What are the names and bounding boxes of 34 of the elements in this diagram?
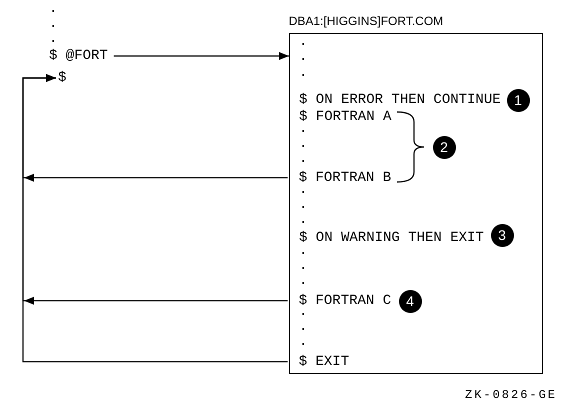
ellipsis-dot: . — [49, 2, 58, 16]
prompt: $ — [58, 71, 66, 85]
callout-number: 4 — [398, 290, 422, 312]
command-line: $ FORTRAN A — [299, 110, 392, 124]
ellipsis-dot: . — [299, 152, 308, 166]
ellipsis-dot: . — [299, 137, 308, 151]
callout-number: 2 — [432, 136, 456, 158]
ellipsis-dot: . — [299, 122, 308, 136]
ellipsis-dot: . — [49, 17, 58, 31]
callout-number: 1 — [506, 88, 530, 112]
ellipsis-dot: . — [299, 213, 308, 227]
ellipsis-dot: . — [49, 32, 58, 46]
ellipsis-dot: . — [299, 66, 308, 80]
command-line: $ EXIT — [290, 354, 350, 369]
ellipsis-dot: . — [299, 274, 308, 288]
figure-id: ZK-0826-GE — [465, 389, 558, 401]
ellipsis-dot: . — [299, 183, 308, 197]
command-line: $ ON ERROR THEN CONTINUE — [299, 93, 501, 107]
command-line: $ @FORT — [49, 49, 108, 63]
ellipsis-dot: . — [299, 198, 308, 212]
arrow — [22, 74, 288, 362]
file-name: DBA1:[HIGGINS]FORT.COM — [288, 14, 444, 28]
ellipsis-dot: . — [299, 35, 308, 49]
ellipsis-dot: . — [299, 335, 308, 349]
command-line: $ FORTRAN B — [290, 170, 392, 185]
ellipsis-dot: . — [299, 259, 308, 273]
ellipsis-dot: . — [299, 320, 308, 334]
command-line: $ FORTRAN C — [290, 294, 392, 308]
command-line: $ ON WARNING THEN EXIT — [299, 231, 484, 245]
callout-number: 3 — [490, 224, 514, 246]
ellipsis-dot: . — [299, 305, 308, 319]
arrow — [114, 52, 289, 60]
ellipsis-dot: . — [299, 50, 308, 64]
ellipsis-dot: . — [299, 244, 308, 258]
